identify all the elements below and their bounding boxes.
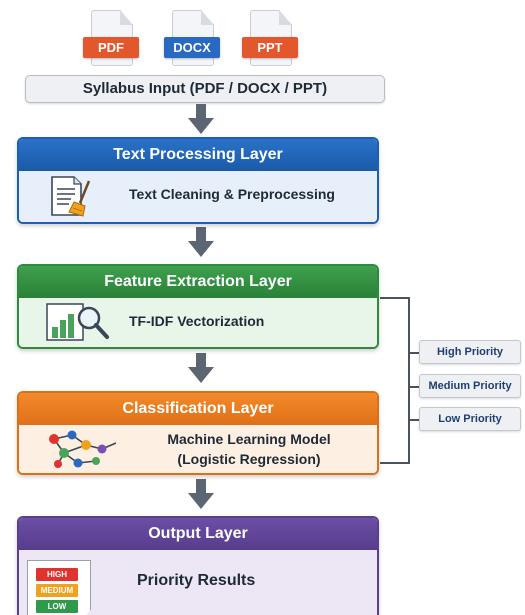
syllabus-input-box: Syllabus Input (PDF / DOCX / PPT) (25, 75, 385, 103)
medium-tag: MEDIUM (36, 584, 78, 597)
layer-title: Text Processing Layer (19, 139, 377, 171)
layer-title: Classification Layer (19, 393, 377, 425)
down-arrow-icon (188, 353, 214, 383)
network-graph-icon (49, 430, 117, 468)
feature-extraction-layer: Feature Extraction Layer TF-IDF Vectoriz… (17, 264, 379, 349)
bracket-tick (408, 419, 419, 421)
high-priority-label: High Priority (419, 340, 521, 364)
step-label: TF-IDF Vectorization (129, 313, 265, 329)
down-arrow-icon (188, 479, 214, 509)
step-label: Machine Learning Model (Logistic Regress… (129, 429, 369, 469)
docx-file-icon: DOCX (164, 10, 220, 68)
low-priority-label: Low Priority (419, 407, 521, 431)
down-arrow-icon (188, 104, 214, 134)
text-processing-layer: Text Processing Layer Text Cleaning & Pr… (17, 137, 379, 224)
bar-chart-magnifier-icon (46, 303, 109, 341)
bracket-tick (408, 386, 419, 388)
bracket-bottom (380, 462, 410, 464)
step-label: Text Cleaning & Preprocessing (129, 186, 335, 202)
medium-priority-label: Medium Priority (419, 374, 521, 398)
ppt-file-icon: PPT (242, 10, 298, 68)
step-label: Priority Results (137, 572, 256, 589)
classification-layer: Classification Layer (17, 391, 379, 475)
down-arrow-icon (188, 227, 214, 257)
step-label-line1: Machine Learning Model (167, 431, 331, 447)
bracket-tick (408, 352, 419, 354)
file-label: PPT (242, 37, 298, 58)
pdf-file-icon: PDF (83, 10, 139, 68)
file-label: PDF (83, 37, 139, 58)
high-tag: HIGH (36, 568, 78, 581)
layer-title: Feature Extraction Layer (19, 266, 377, 298)
bracket-vertical (408, 297, 410, 464)
bracket-top (380, 297, 410, 299)
layer-title: Output Layer (19, 518, 377, 550)
step-label-line2: (Logistic Regression) (177, 451, 321, 467)
low-tag: LOW (36, 600, 78, 613)
file-label: DOCX (164, 37, 220, 58)
priority-list-icon: HIGH MEDIUM LOW (27, 560, 91, 615)
document-broom-icon (51, 176, 91, 217)
